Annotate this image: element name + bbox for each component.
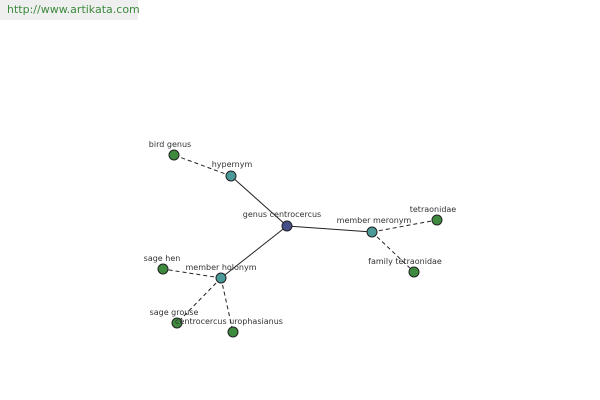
node-family-tetraonidae-label: family tetraonidae [368,257,442,266]
node-bird-genus-label: bird genus [149,140,191,149]
edge-layer [162,154,438,333]
edge-center-holonym [220,225,288,279]
node-centrocercus-urophasianus-label: centrocercus urophasianus [175,317,283,326]
edge-holonym-grouse [176,277,222,324]
node-tetraonidae[interactable] [431,214,443,226]
node-genus-centrocercus[interactable] [281,220,293,232]
site-url-link[interactable]: http://www.artikata.com [7,3,140,16]
edge-hyper-bird [173,154,232,177]
node-hypernym-label: hypernym [212,160,253,169]
node-family-tetraonidae[interactable] [408,266,420,278]
label-layer: genus centrocercus hypernym member meronym… [144,140,457,326]
edge-center-meronym [286,225,373,233]
edge-meronym-family [371,231,415,273]
node-bird-genus[interactable] [168,149,180,161]
node-centrocercus-urophasianus[interactable] [227,326,239,338]
node-layer [157,149,443,338]
node-sage-grouse-label: sage grouse [150,308,199,317]
node-hypernym[interactable] [225,170,237,182]
node-tetraonidae-label: tetraonidae [410,205,457,214]
node-member-holonym-label: member holonym [185,263,256,272]
node-sage-grouse[interactable] [171,317,183,329]
edge-holonym-centro [220,277,234,333]
edge-center-hyper [230,175,288,227]
node-member-meronym-label: member meronym [337,216,412,225]
node-genus-centrocercus-label: genus centrocercus [243,210,321,219]
edge-holonym-sagehen [162,268,222,279]
url-banner: http://www.artikata.com [0,0,140,20]
node-sage-hen-label: sage hen [144,254,181,263]
node-sage-hen[interactable] [157,263,169,275]
node-member-meronym[interactable] [366,226,378,238]
node-member-holonym[interactable] [215,272,227,284]
